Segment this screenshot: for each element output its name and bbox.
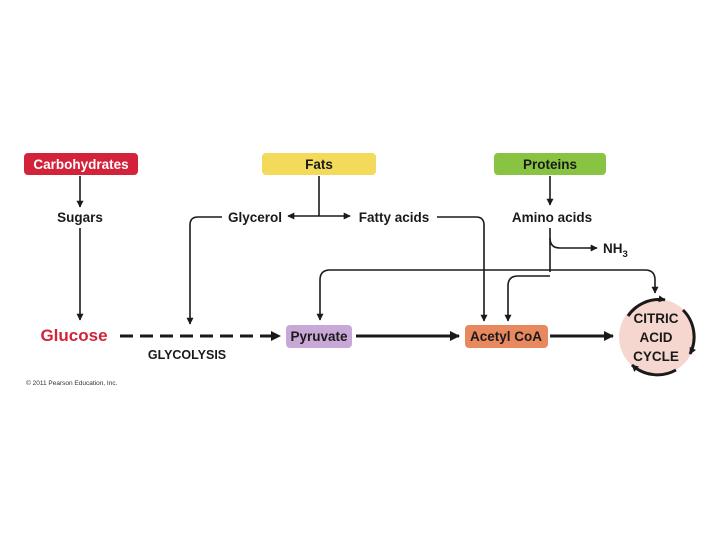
arrow-amino-acids-to-ammonia <box>549 237 598 252</box>
cycle-arrow-right <box>681 308 696 355</box>
fatty-acids-label: Fatty acids <box>359 210 430 225</box>
amino-acids-label: Amino acids <box>512 210 592 225</box>
acetyl-coa-box-bg <box>465 325 548 348</box>
glycerol-label: Glycerol <box>228 210 282 225</box>
ammonia-label: NH3 <box>603 241 628 260</box>
arrow-glycerol-to-glycolysis <box>186 216 222 325</box>
pyruvate-box-bg <box>286 325 352 348</box>
glucose-label: Glucose <box>40 326 107 345</box>
fats-box: Fats <box>262 153 376 175</box>
acid-label: ACID <box>640 330 673 345</box>
proteins-box-bg <box>494 153 606 175</box>
arrow-amino-acids-to-citric-acid-cycle <box>550 269 659 294</box>
pyruvate-label: Pyruvate <box>290 329 348 344</box>
carbohydrates-box-bg <box>24 153 138 175</box>
cycle-arrow-top <box>626 295 666 317</box>
arrow-fatty-acids-to-acetyl-coa <box>437 216 488 322</box>
arrow-amino-acids-to-pyruvate <box>316 269 550 321</box>
cycle-label: CYCLE <box>633 349 679 364</box>
citric-acid-cycle-circle <box>619 299 695 375</box>
acetyl-coa-box: Acetyl CoA <box>465 325 548 348</box>
fats-label: Fats <box>305 157 333 172</box>
proteins-box: Proteins <box>494 153 606 175</box>
glycolysis-label: GLYCOLYSIS <box>148 348 226 362</box>
acetyl-coa-label: Acetyl CoA <box>470 329 542 344</box>
copyright-notice: © 2011 Pearson Education, Inc. <box>26 379 118 387</box>
citric-acid-cycle: CITRIC ACID CYCLE <box>619 295 696 377</box>
carbohydrates-label: Carbohydrates <box>33 157 128 172</box>
sugars-label: Sugars <box>57 210 103 225</box>
fats-box-bg <box>262 153 376 175</box>
citric-label: CITRIC <box>634 311 679 326</box>
cycle-arrow-bottom <box>630 363 677 377</box>
ammonia-base: NH <box>603 241 623 256</box>
pyruvate-box: Pyruvate <box>286 325 352 348</box>
carbohydrates-box: Carbohydrates <box>24 153 138 175</box>
proteins-label: Proteins <box>523 157 577 172</box>
connectors <box>76 176 659 325</box>
ammonia-subscript: 3 <box>623 249 628 260</box>
arrow-amino-acids-to-acetyl-coa <box>504 275 550 322</box>
